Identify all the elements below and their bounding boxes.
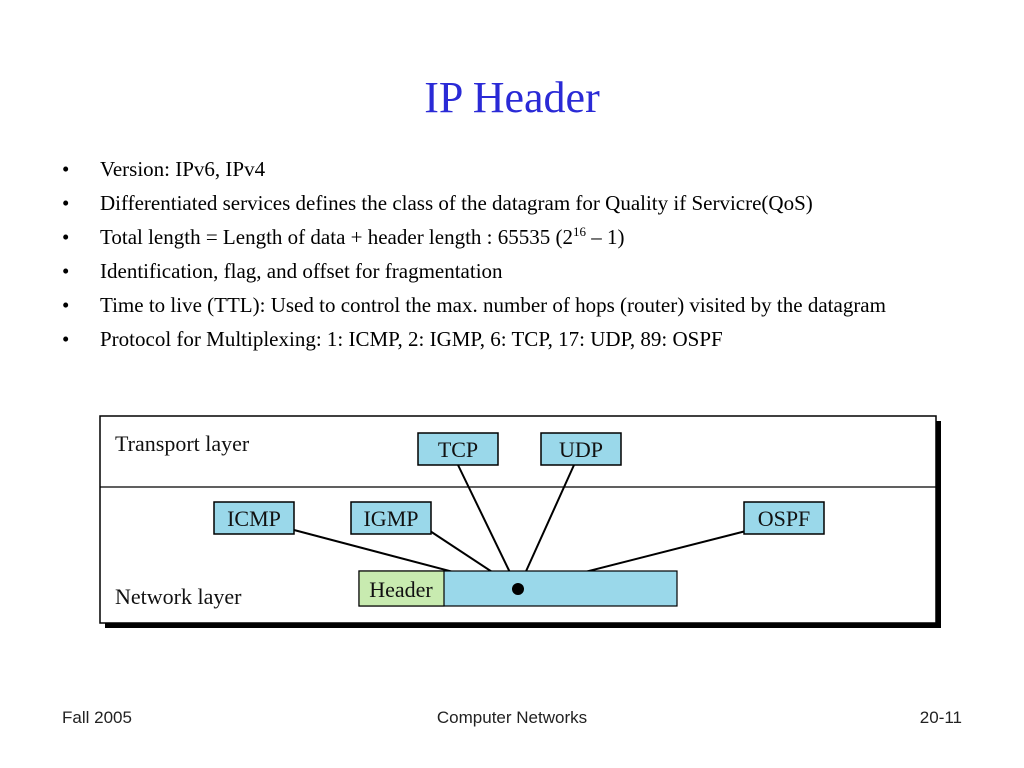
igmp-label: IGMP bbox=[363, 506, 418, 531]
bullet-item: • Differentiated services defines the cl… bbox=[62, 190, 982, 217]
bullet-item: • Protocol for Multiplexing: 1: ICMP, 2:… bbox=[62, 326, 982, 353]
bullet-text: Protocol for Multiplexing: 1: ICMP, 2: I… bbox=[100, 327, 723, 351]
bullet-text: Differentiated services defines the clas… bbox=[100, 191, 813, 215]
icmp-connector-line bbox=[293, 529, 519, 590]
ospf-box bbox=[743, 501, 825, 535]
icmp-label: ICMP bbox=[227, 506, 281, 531]
ospf-label: OSPF bbox=[758, 506, 811, 531]
transport-layer-label: Transport layer bbox=[115, 431, 250, 456]
tcp-box bbox=[417, 432, 499, 466]
bullet-marker: • bbox=[62, 293, 70, 317]
bullet-text-before: Total length = Length of data + header l… bbox=[100, 225, 574, 249]
bullet-superscript: 16 bbox=[573, 224, 587, 239]
bullet-item: • Identification, flag, and offset for f… bbox=[62, 258, 982, 285]
header-label: Header bbox=[369, 577, 433, 602]
bullet-list: • Version: IPv6, IPv4 • Differentiated s… bbox=[62, 156, 982, 360]
slide-title: IP Header bbox=[424, 73, 600, 122]
igmp-box bbox=[350, 501, 432, 535]
bullet-marker: • bbox=[62, 225, 70, 249]
bullet-text: Time to live (TTL): Used to control the … bbox=[100, 293, 886, 317]
bullet-text-after: – 1) bbox=[586, 225, 625, 249]
datagram-box bbox=[358, 570, 678, 607]
diagram-frame-shadow bbox=[105, 421, 941, 628]
bullet-marker: • bbox=[62, 259, 70, 283]
igmp-connector-line bbox=[429, 530, 519, 590]
ospf-connector-line bbox=[517, 530, 747, 590]
network-layer-label: Network layer bbox=[115, 584, 242, 609]
footer-page-number: 20-11 bbox=[919, 708, 962, 727]
tcp-connector-line bbox=[457, 464, 519, 590]
footer-course: Computer Networks bbox=[436, 708, 588, 727]
icmp-box bbox=[213, 501, 295, 535]
bullet-text: Identification, flag, and offset for fra… bbox=[100, 259, 503, 283]
footer-date: Fall 2005 bbox=[62, 708, 132, 727]
udp-connector-line bbox=[517, 464, 575, 590]
udp-box bbox=[540, 432, 622, 466]
udp-label: UDP bbox=[559, 437, 603, 462]
bullet-marker: • bbox=[62, 327, 70, 351]
bullet-item: • Total length = Length of data + header… bbox=[62, 224, 982, 251]
bullet-marker: • bbox=[62, 157, 70, 181]
bullet-marker: • bbox=[62, 191, 70, 215]
tcp-label: TCP bbox=[438, 437, 478, 462]
multiplexing-point bbox=[512, 583, 524, 595]
bullet-item: • Time to live (TTL): Used to control th… bbox=[62, 292, 982, 319]
bullet-item: • Version: IPv6, IPv4 bbox=[62, 156, 982, 183]
bullet-text: Version: IPv6, IPv4 bbox=[100, 157, 266, 181]
diagram-frame bbox=[99, 415, 937, 624]
header-box bbox=[358, 570, 445, 607]
